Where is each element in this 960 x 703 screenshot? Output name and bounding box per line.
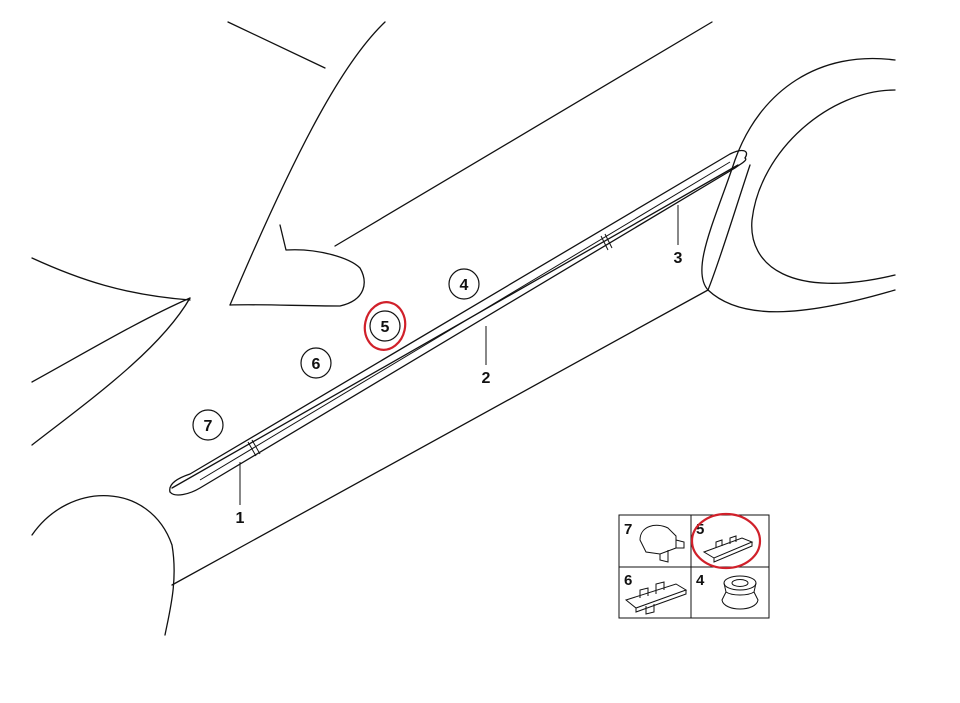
legend-cell-4: 4 (696, 572, 759, 610)
roofline (334, 21, 713, 247)
rear-wheel-arch (701, 57, 896, 313)
car-body-outline (31, 21, 896, 636)
legend-cell-7: 7 (624, 521, 685, 563)
callout-circle-4-ring (448, 268, 480, 300)
callout-circle-5-ring (369, 310, 401, 342)
legend-label-6: 6 (624, 572, 632, 589)
callout-3: 3 (674, 250, 683, 267)
legend-cell-6: 6 (624, 572, 688, 615)
callout-circle-4: 4 (448, 268, 480, 300)
legend-label-5: 5 (696, 521, 704, 538)
front-wheel-arch (31, 494, 175, 636)
callout-5: 5 (381, 319, 390, 336)
clip-part-7-icon (639, 524, 685, 563)
trim-joint-front (247, 439, 261, 457)
rear-body-edge (707, 164, 751, 291)
highlight-ring-legend-5 (690, 512, 762, 570)
highlight-ring-callout-5 (363, 301, 407, 351)
rear-wheel-inner (751, 89, 896, 284)
trim-inner-line (199, 161, 731, 481)
legend-cell-5: 5 (690, 512, 762, 570)
callout-6: 6 (312, 356, 321, 373)
callout-circle-7: 7 (192, 409, 224, 441)
windshield-pillar-line (227, 21, 326, 69)
callout-4: 4 (460, 277, 469, 294)
legend-label-4: 4 (696, 572, 705, 589)
leader-lines (239, 205, 679, 505)
hood-line (31, 257, 191, 301)
callout-2: 2 (482, 370, 491, 387)
front-fender-edge (31, 297, 191, 446)
callout-1: 1 (236, 510, 245, 527)
callout-circle-5: 5 (363, 301, 407, 351)
hood-edge (31, 297, 191, 383)
grommet-part-4-icon (721, 575, 759, 610)
legend-label-7: 7 (624, 521, 632, 538)
parts-legend: 7 5 6 (618, 512, 770, 619)
moulding-trim-strip (169, 149, 748, 496)
sill-lower-line (171, 289, 709, 586)
trim-outline-lower (169, 157, 747, 496)
trim-outline-upper (169, 149, 748, 493)
callout-circle-6: 6 (300, 347, 332, 379)
trim-joint-rear (600, 233, 613, 251)
callout-7: 7 (204, 418, 213, 435)
bracket-clip-part-5-icon (702, 535, 754, 563)
side-mirror (229, 224, 365, 307)
callout-circle-7-ring (192, 409, 224, 441)
double-clip-part-6-icon (624, 581, 688, 615)
a-pillar-outline (229, 21, 386, 306)
callout-circle-6-ring (300, 347, 332, 379)
